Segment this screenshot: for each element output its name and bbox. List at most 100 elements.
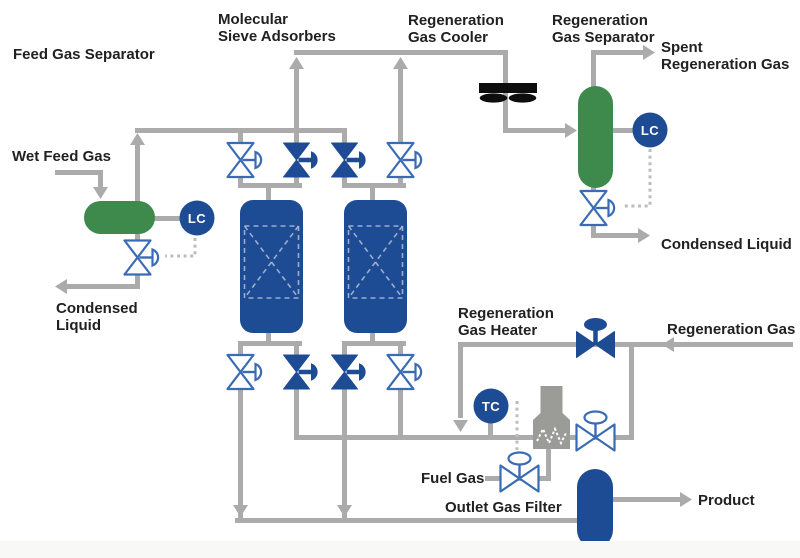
regeneration-gas-heater-icon (533, 386, 570, 449)
valve-actuator (583, 410, 608, 425)
pipe-segment (591, 186, 596, 193)
valve-body (579, 189, 608, 227)
adsorber-1-vessel (240, 200, 303, 333)
valve-bed1-feed-inlet (226, 141, 263, 179)
valve-actuator (151, 247, 160, 268)
pipe-segment (55, 170, 103, 175)
pipe-segment (135, 145, 140, 205)
valve-bed1-regen-inlet (283, 354, 318, 390)
valve-body (226, 141, 255, 179)
adsorber-bed-cross (243, 225, 300, 299)
signal-lc-regen (622, 149, 652, 208)
flow-arrow (233, 505, 248, 517)
pipe-segment (342, 177, 347, 186)
valve-bed1-regen-outlet (283, 142, 318, 178)
flow-arrow (130, 133, 145, 145)
pipe-segment (398, 389, 403, 435)
valve-actuator (359, 363, 366, 381)
label-feed-gas-separator: Feed Gas Separator (13, 46, 155, 63)
pipe-segment (591, 55, 596, 88)
flow-arrow (662, 337, 674, 352)
pipe-segment (235, 518, 580, 523)
pipe-segment (629, 347, 634, 440)
pipe-segment (238, 389, 243, 518)
controller-circle (632, 112, 668, 148)
cooler-louver (508, 93, 537, 103)
label-wet-feed-gas: Wet Feed Gas (12, 148, 111, 165)
valve-actuator (359, 151, 366, 169)
pipe-segment (266, 183, 271, 201)
flow-arrow (93, 187, 108, 199)
valve-body (575, 423, 616, 452)
valve-fuel-gas-control (499, 451, 540, 493)
controller-circle (473, 388, 509, 424)
feed-gas-separator-vessel (84, 201, 155, 234)
label-product: Product (698, 492, 755, 509)
pipe-segment (238, 177, 243, 186)
piping (55, 50, 793, 523)
pipe-segment (370, 183, 375, 201)
regeneration-gas-cooler-icon (479, 83, 537, 103)
controller-tag: TC (482, 399, 500, 414)
valve-bed2-product-outlet (331, 354, 366, 390)
adsorber-shell (240, 200, 303, 333)
pipe-segment (135, 232, 140, 242)
valve-body (576, 331, 615, 358)
valve-body (386, 353, 415, 391)
pipe-segment (458, 342, 793, 347)
level-controller-feed-separator: LC (179, 200, 215, 236)
pipe-segment (591, 224, 596, 238)
pipe-segment (294, 435, 634, 440)
controller-tag: LC (641, 123, 659, 138)
outlet-gas-filter-vessel (577, 469, 613, 548)
valve-actuator (584, 318, 607, 331)
valve-actuator (254, 150, 263, 170)
valve-regen-gas-bypass (576, 318, 615, 358)
pipe-segment (546, 449, 551, 481)
pipe-segment (611, 497, 683, 502)
pipe-segment (342, 341, 406, 346)
valve-body (283, 354, 310, 390)
valve-feed-separator-drain (123, 239, 160, 276)
heater-stack (540, 386, 563, 413)
pipe-segment (342, 346, 347, 356)
pipe-segment (591, 233, 641, 238)
valve-bed2-regen-inlet (386, 353, 423, 391)
valve-actuator (414, 362, 423, 382)
flow-arrow (643, 45, 655, 60)
adsorber-bed-outline (243, 225, 300, 299)
pipe-segment (342, 389, 347, 518)
valve-bed1-product-outlet (226, 353, 263, 391)
label-condensed-liquid-right: Condensed Liquid (661, 236, 792, 253)
pipe-segment (294, 389, 299, 440)
temperature-controller-heater: TC (473, 388, 509, 424)
controller-tag: LC (188, 211, 206, 226)
regeneration-gas-separator-vessel (578, 86, 613, 188)
pipe-segment (135, 273, 140, 289)
pipe-segment (398, 346, 403, 356)
pipe-segment (64, 284, 138, 289)
pipe-segment (153, 216, 181, 221)
valve-bed2-regen-outlet (386, 141, 423, 179)
flow-arrow (638, 228, 650, 243)
pipe-segment (398, 68, 403, 143)
pipe-segment (458, 347, 463, 418)
flow-arrow (289, 57, 304, 69)
pipe-segment (294, 177, 299, 186)
adsorber-2-vessel (344, 200, 407, 333)
pipe-segment (294, 68, 299, 143)
pipe-segment (238, 346, 243, 356)
flow-arrows (55, 45, 692, 517)
valve-actuator (254, 362, 263, 382)
pipe-segment (238, 341, 302, 346)
signal-lc-feed (165, 238, 197, 258)
cooler-louver (479, 93, 508, 103)
level-controller-regen-separator: LC (632, 112, 668, 148)
valve-actuator (607, 198, 616, 218)
